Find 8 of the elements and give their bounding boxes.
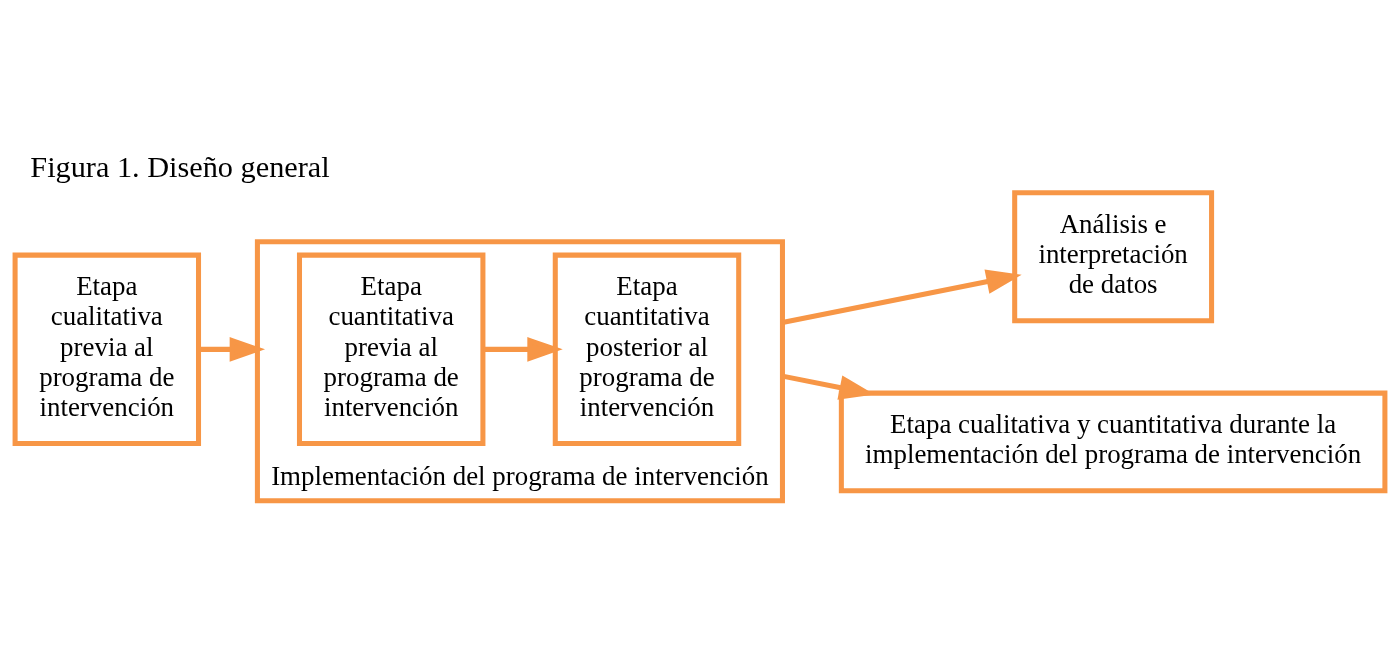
node-box: Etapa cualitativa y cuantitativa durante la implementación del programa de intervención <box>838 390 1388 494</box>
diagram-title: Figura 1. Diseño general <box>30 149 330 184</box>
arrow <box>198 336 266 362</box>
node-box: Etapa cualitativa previa al programa de intervención <box>12 252 202 447</box>
node-box: Análisis e interpretación de datos <box>1012 190 1215 324</box>
node-box: Etapa cuantitativa previa al programa de intervención <box>296 252 486 447</box>
node-box: Etapa cuantitativa posterior al programa de intervención <box>552 252 742 447</box>
arrow <box>483 336 563 362</box>
